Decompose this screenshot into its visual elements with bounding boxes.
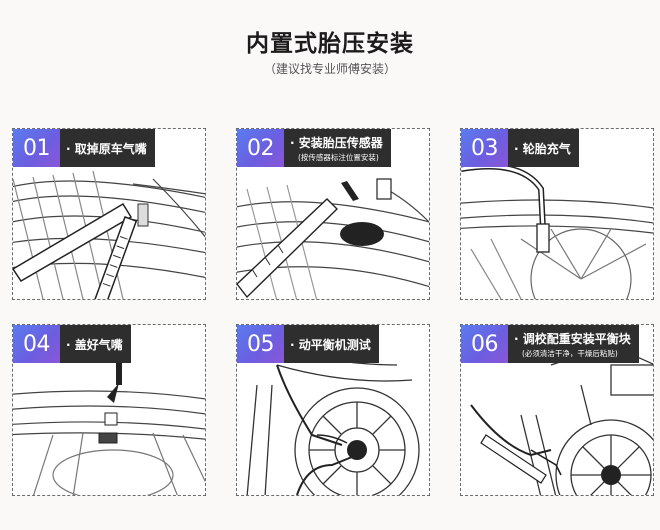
page-title: 内置式胎压安装	[246, 31, 414, 57]
step-badge-5: 05 动平衡机测试	[237, 325, 379, 363]
step-label: 取掉原车气嘴	[66, 140, 147, 157]
step-card-5: 05 动平衡机测试	[236, 324, 430, 496]
step-4-illustration	[13, 363, 205, 495]
step-1-illustration	[13, 170, 205, 299]
step-card-4: 04 盖好气嘴	[12, 324, 206, 496]
step-badge-2: 02 安装胎压传感器 (按传感器标注位置安装)	[237, 129, 391, 167]
step-number: 02	[237, 129, 284, 167]
step-2-illustration	[237, 178, 429, 299]
step-sublabel: (按传感器标注位置安装)	[298, 152, 379, 162]
step-number: 04	[13, 325, 60, 363]
step-card-3: 03 轮胎充气	[460, 128, 654, 300]
step-card-2: 02 安装胎压传感器 (按传感器标注位置安装)	[236, 128, 430, 300]
step-label: 动平衡机测试	[290, 336, 371, 353]
step-card-1: 01 取掉原车气嘴	[12, 128, 206, 300]
step-badge-1: 01 取掉原车气嘴	[13, 129, 155, 167]
step-label: 轮胎充气	[514, 140, 571, 157]
step-number: 05	[237, 325, 284, 363]
step-sublabel: (必须清洁干净，干燥后粘贴)	[522, 348, 618, 358]
step-number: 06	[461, 325, 508, 363]
page-subtitle: （建议找专业师傅安装）	[263, 62, 396, 76]
step-3-illustration	[461, 163, 653, 299]
step-badge-6: 06 调校配重安装平衡块 (必须清洁干净，干燥后粘贴)	[461, 325, 639, 363]
step-label: 安装胎压传感器	[290, 134, 383, 151]
step-number: 01	[13, 129, 60, 167]
step-badge-4: 04 盖好气嘴	[13, 325, 131, 363]
step-label: 调校配重安装平衡块	[514, 330, 631, 347]
step-number: 03	[461, 129, 508, 167]
step-card-6: 06 调校配重安装平衡块 (必须清洁干净，干燥后粘贴)	[460, 324, 654, 496]
step-label: 盖好气嘴	[66, 336, 123, 353]
step-badge-3: 03 轮胎充气	[461, 129, 579, 167]
